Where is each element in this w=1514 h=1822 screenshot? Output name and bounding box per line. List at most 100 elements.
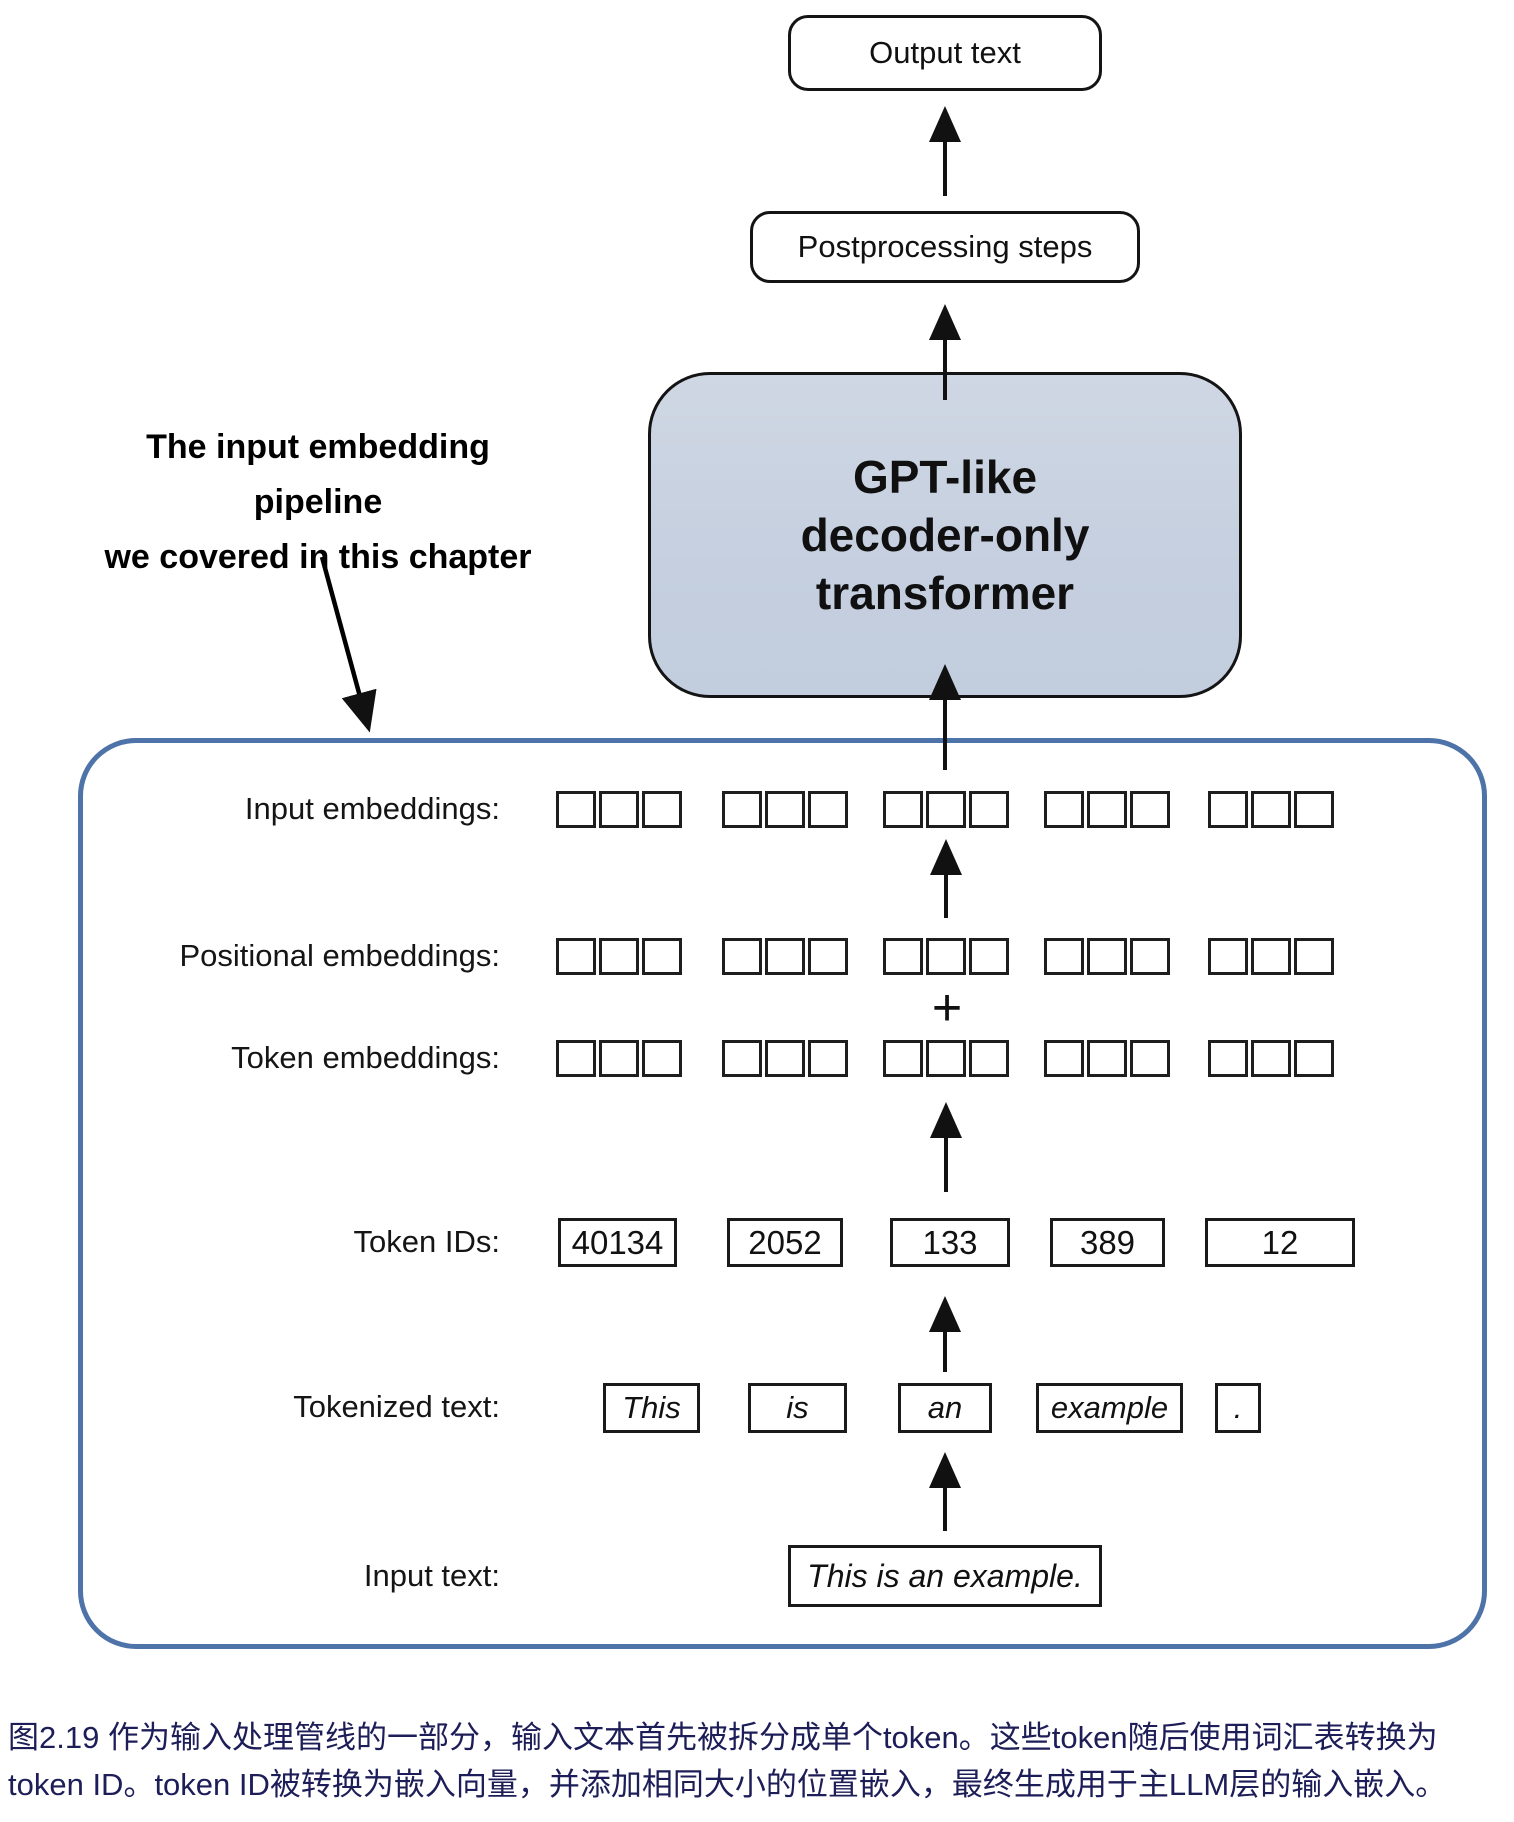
token-id-value: 40134 xyxy=(571,1223,664,1261)
token-embedding-vector xyxy=(1208,1040,1334,1077)
token-box: example xyxy=(1036,1383,1183,1433)
embedding-cell xyxy=(926,938,966,975)
embedding-cell xyxy=(1087,938,1127,975)
token-box: an xyxy=(898,1383,992,1433)
embedding-cell xyxy=(556,791,596,828)
token-id-box: 12 xyxy=(1205,1218,1355,1267)
token-embedding-vector xyxy=(556,1040,682,1077)
embedding-cell xyxy=(765,1040,805,1077)
embedding-cell xyxy=(1130,1040,1170,1077)
input-embedding-vector xyxy=(722,791,848,828)
input-embedding-vector xyxy=(1208,791,1334,828)
token-id-value: 2052 xyxy=(748,1223,822,1261)
token-value: . xyxy=(1233,1390,1243,1425)
positional-embeddings-label: Positional embeddings: xyxy=(179,938,500,973)
embedding-cell xyxy=(1130,938,1170,975)
embedding-cell xyxy=(969,938,1009,975)
embedding-cell xyxy=(883,791,923,828)
embedding-cell xyxy=(599,938,639,975)
embedding-cell xyxy=(599,791,639,828)
input-text-label: Input text: xyxy=(363,1558,500,1593)
token-id-box: 389 xyxy=(1050,1218,1165,1267)
gpt-box-line1: GPT-like xyxy=(852,451,1038,503)
caption-line2: token ID。token ID被转换为嵌入向量，并添加相同大小的位置嵌入，最… xyxy=(8,1767,1447,1802)
token-id-value: 389 xyxy=(1079,1223,1136,1261)
embedding-cell xyxy=(808,1040,848,1077)
embedding-cell xyxy=(1208,1040,1248,1077)
token-value: an xyxy=(927,1390,963,1425)
token-embedding-vector xyxy=(883,1040,1009,1077)
embedding-cell xyxy=(1208,791,1248,828)
postprocessing-box: Postprocessing steps xyxy=(750,211,1140,283)
embedding-cell xyxy=(1130,791,1170,828)
figure-caption: 图2.19 作为输入处理管线的一部分，输入文本首先被拆分成单个token。这些t… xyxy=(8,1714,1508,1808)
embedding-cell xyxy=(1294,791,1334,828)
caption-line1: 图2.19 作为输入处理管线的一部分，输入文本首先被拆分成单个token。这些t… xyxy=(8,1720,1438,1755)
token-embedding-vector xyxy=(722,1040,848,1077)
embedding-cell xyxy=(808,791,848,828)
positional-embedding-vector xyxy=(1044,938,1170,975)
tokenized-text-label: Tokenized text: xyxy=(293,1389,500,1424)
embedding-cell xyxy=(926,791,966,828)
input-text-box: This is an example. xyxy=(788,1545,1102,1607)
input-embedding-pipeline-frame xyxy=(78,738,1487,1649)
embedding-cell xyxy=(1251,1040,1291,1077)
output-text-box: Output text xyxy=(788,15,1102,91)
embedding-cell xyxy=(883,938,923,975)
token-ids-label: Token IDs: xyxy=(353,1224,500,1259)
token-embeddings-label: Token embeddings: xyxy=(231,1040,500,1075)
embedding-cell xyxy=(1044,791,1084,828)
embedding-cell xyxy=(765,938,805,975)
embedding-cell xyxy=(1208,938,1248,975)
annotation-line2: we covered in this chapter xyxy=(104,538,532,576)
embedding-cell xyxy=(556,1040,596,1077)
embedding-cell xyxy=(599,1040,639,1077)
positional-embedding-vector xyxy=(883,938,1009,975)
token-value: is xyxy=(786,1390,809,1425)
token-value: example xyxy=(1050,1390,1169,1425)
input-embedding-vector xyxy=(1044,791,1170,828)
gpt-box-line3: transformer xyxy=(815,567,1075,619)
token-id-box: 133 xyxy=(890,1218,1010,1267)
token-embedding-vector xyxy=(1044,1040,1170,1077)
annotation-line1: The input embedding pipeline xyxy=(146,428,490,521)
positional-embedding-vector xyxy=(722,938,848,975)
input-embedding-vector xyxy=(883,791,1009,828)
embedding-cell xyxy=(722,1040,762,1077)
input-embeddings-label: Input embeddings: xyxy=(244,791,500,826)
input-text-value: This is an example. xyxy=(807,1557,1083,1594)
token-box: . xyxy=(1215,1383,1261,1433)
embedding-cell xyxy=(642,1040,682,1077)
positional-embedding-vector xyxy=(556,938,682,975)
embedding-cell xyxy=(1251,938,1291,975)
embedding-cell xyxy=(969,1040,1009,1077)
embedding-cell xyxy=(556,938,596,975)
embedding-cell xyxy=(883,1040,923,1077)
embedding-cell xyxy=(1294,938,1334,975)
embedding-cell xyxy=(1087,1040,1127,1077)
token-box: is xyxy=(748,1383,847,1433)
embedding-cell xyxy=(926,1040,966,1077)
embedding-cell xyxy=(765,791,805,828)
token-id-value: 133 xyxy=(922,1223,978,1261)
token-id-value: 12 xyxy=(1261,1223,1299,1261)
embedding-cell xyxy=(1294,1040,1334,1077)
token-id-box: 2052 xyxy=(727,1218,843,1267)
embedding-cell xyxy=(969,791,1009,828)
token-box: This xyxy=(603,1383,700,1433)
gpt-transformer-box: GPT-like decoder-only transformer xyxy=(648,372,1242,698)
postprocessing-label: Postprocessing steps xyxy=(797,229,1093,264)
plus-operator: + xyxy=(931,979,963,1037)
embedding-cell xyxy=(1044,1040,1084,1077)
positional-embedding-vector xyxy=(1208,938,1334,975)
token-id-box: 40134 xyxy=(558,1218,677,1267)
embedding-cell xyxy=(722,938,762,975)
token-value: This xyxy=(622,1390,681,1425)
embedding-cell xyxy=(808,938,848,975)
gpt-box-line2: decoder-only xyxy=(800,509,1090,561)
embedding-cell xyxy=(1087,791,1127,828)
embedding-cell xyxy=(1251,791,1291,828)
embedding-cell xyxy=(722,791,762,828)
output-text-label: Output text xyxy=(869,35,1021,70)
